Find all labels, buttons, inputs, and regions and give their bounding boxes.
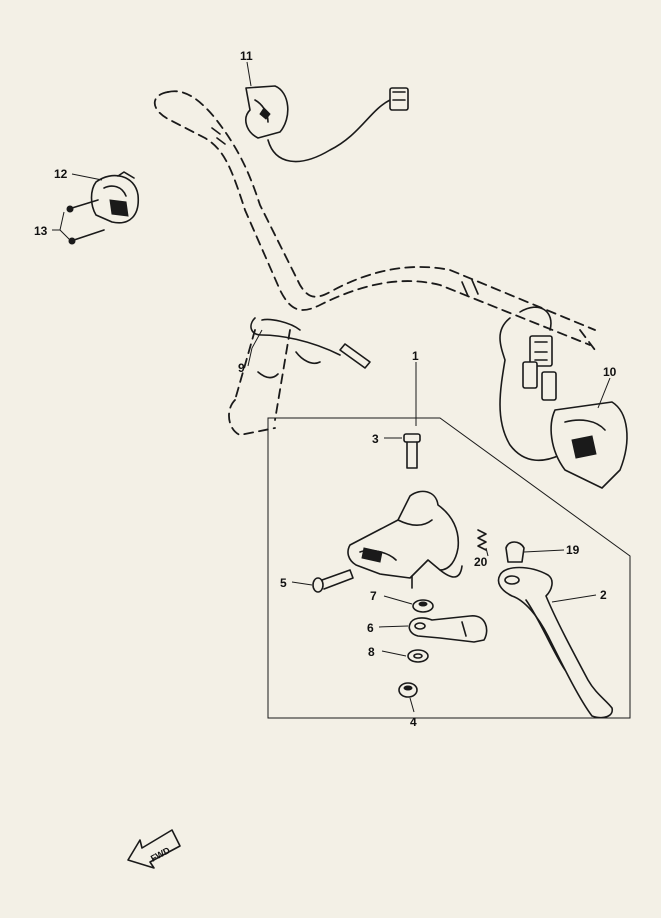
callout-3: 3 xyxy=(372,432,379,446)
assembly-frame xyxy=(267,417,631,719)
callout-4: 4 xyxy=(410,715,417,729)
part-11-switch xyxy=(245,85,409,163)
part-2-lever xyxy=(497,566,614,719)
callout-10: 10 xyxy=(603,365,617,379)
callout-6: 6 xyxy=(367,621,374,635)
callout-9: 9 xyxy=(238,361,245,375)
callout-8: 8 xyxy=(368,645,375,659)
part-6-arm xyxy=(408,615,488,643)
part-4-nut xyxy=(398,682,418,698)
part-10-switch xyxy=(499,306,628,489)
part-20-spring xyxy=(477,529,487,551)
callout-labels: 1 2 3 4 5 6 7 8 9 10 11 12 13 19 20 xyxy=(34,49,617,729)
callout-2: 2 xyxy=(600,588,607,602)
part-9-wire-clamp xyxy=(250,317,371,379)
part-13-screws xyxy=(66,199,105,245)
callout-5: 5 xyxy=(280,576,287,590)
part-12-housing xyxy=(90,171,139,224)
part-8-washer xyxy=(407,649,429,663)
callout-1: 1 xyxy=(412,349,419,363)
leader-lines xyxy=(52,61,611,713)
callout-20: 20 xyxy=(474,555,488,569)
part-3-bolt xyxy=(403,433,421,469)
callout-13: 13 xyxy=(34,224,48,238)
part-7-nut xyxy=(412,599,434,613)
callout-11: 11 xyxy=(240,49,253,63)
part-19-cap xyxy=(505,541,525,563)
part-5-bolt xyxy=(312,569,354,593)
callout-12: 12 xyxy=(54,167,68,181)
part-1-lever-holder xyxy=(347,490,463,589)
handlebar-outline xyxy=(153,90,596,436)
callout-19: 19 xyxy=(566,543,580,557)
fwd-arrow: FWD xyxy=(127,829,181,869)
callout-7: 7 xyxy=(370,589,377,603)
